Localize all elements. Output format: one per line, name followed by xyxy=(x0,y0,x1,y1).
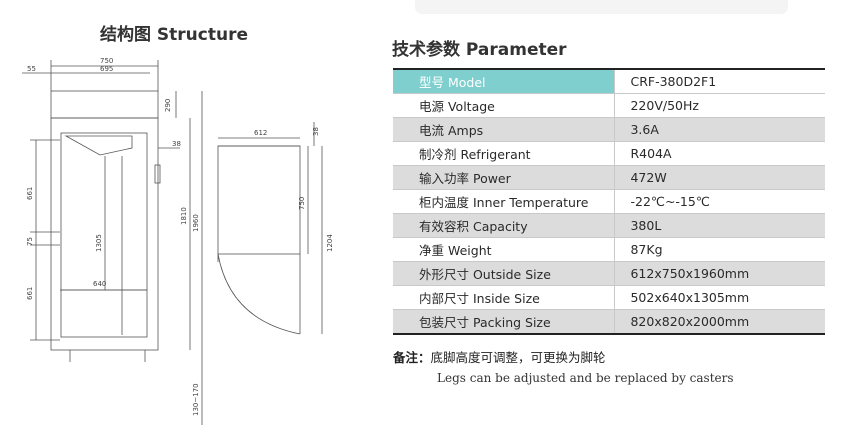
row-label: 电源 Voltage xyxy=(393,93,616,118)
dim-661b: 661 xyxy=(26,287,34,300)
dim-695: 695 xyxy=(100,65,113,73)
row-value: 472W xyxy=(614,165,825,190)
row-value: 380L xyxy=(614,213,825,238)
row-value: 220V/50Hz xyxy=(630,98,699,113)
dim-1204: 1204 xyxy=(326,234,334,252)
side-upper-body xyxy=(217,145,301,255)
row-value: 87Kg xyxy=(630,242,663,257)
dim-1810: 1810 xyxy=(180,207,188,225)
parameter-table: 型号 Model CRF-380D2F1 电源 Voltage 220V/50H… xyxy=(393,68,825,335)
table-row: 电源 Voltage 220V/50Hz xyxy=(393,93,825,118)
table-row: 型号 Model CRF-380D2F1 xyxy=(393,69,825,94)
parameter-title: 技术参数 Parameter xyxy=(392,40,567,60)
structure-title: 结构图 Structure xyxy=(100,25,248,45)
dim-38b: 38 xyxy=(312,127,320,136)
front-top-unit xyxy=(50,90,159,119)
dim-750b: 750 xyxy=(298,197,306,210)
row-value: 612x750x1960mm xyxy=(614,261,825,286)
dim-661a: 661 xyxy=(26,187,34,200)
table-row: 净重 Weight 87Kg xyxy=(393,237,825,262)
row-label: 制冷剂 Refrigerant xyxy=(393,141,616,166)
row-label: 包装尺寸 Packing Size xyxy=(393,309,616,334)
row-label: 柜内温度 Inner Temperature xyxy=(393,189,616,214)
row-value: 502x640x1305mm xyxy=(630,290,750,305)
row-value: -22℃~-15℃ xyxy=(630,194,710,209)
row-label: 电流 Amps xyxy=(393,117,616,142)
note-label: 备注： xyxy=(393,350,431,365)
row-value: 3.6A xyxy=(614,117,825,142)
table-row: 电流 Amps 3.6A xyxy=(393,117,825,142)
top-decorative-bar xyxy=(415,0,788,14)
structure-drawing: 750 695 55 290 38 661 75 661 1305 640 18… xyxy=(0,50,380,447)
structure-drawing-svg: 750 695 55 290 38 661 75 661 1305 640 18… xyxy=(22,57,334,425)
row-label: 有效容积 Capacity xyxy=(393,213,616,238)
front-handle-panel xyxy=(64,135,133,156)
dim-38a: 38 xyxy=(172,140,181,148)
table-row: 外形尺寸 Outside Size 612x750x1960mm xyxy=(393,261,825,286)
table-row: 输入功率 Power 472W xyxy=(393,165,825,190)
note-chinese: 备注：底脚高度可调整，可更换为脚轮 xyxy=(393,347,606,366)
row-label: 内部尺寸 Inside Size xyxy=(393,285,616,310)
row-label: 输入功率 Power xyxy=(393,165,616,190)
dim-1960: 1960 xyxy=(192,214,200,232)
table-row: 包装尺寸 Packing Size 820x820x2000mm xyxy=(393,309,825,334)
row-value: R404A xyxy=(630,146,672,161)
note-cn-text: 底脚高度可调整，可更换为脚轮 xyxy=(430,350,606,365)
table-row: 内部尺寸 Inside Size 502x640x1305mm xyxy=(393,285,825,310)
dim-640: 640 xyxy=(93,280,106,288)
dim-612: 612 xyxy=(254,129,267,137)
dim-75: 75 xyxy=(26,237,34,246)
dim-130-170: 130~170 xyxy=(192,383,200,416)
table-row: 制冷剂 Refrigerant R404A xyxy=(393,141,825,166)
side-door-arc xyxy=(217,253,301,335)
dim-1305: 1305 xyxy=(95,234,103,252)
dim-750: 750 xyxy=(100,57,113,65)
front-side-handle xyxy=(154,164,161,184)
row-label: 净重 Weight xyxy=(393,237,616,262)
dim-290: 290 xyxy=(164,99,172,112)
row-label: 型号 Model xyxy=(393,69,616,94)
row-value: CRF-380D2F1 xyxy=(614,69,825,94)
row-label: 外形尺寸 Outside Size xyxy=(393,261,616,286)
front-door xyxy=(60,132,148,338)
table-row: 有效容积 Capacity 380L xyxy=(393,213,825,238)
table-row: 柜内温度 Inner Temperature -22℃~-15℃ xyxy=(393,189,825,214)
note-english: Legs can be adjusted and be replaced by … xyxy=(437,371,734,385)
row-value: 820x820x2000mm xyxy=(614,309,825,334)
dim-55: 55 xyxy=(27,65,36,73)
front-cabinet-body xyxy=(50,117,159,351)
